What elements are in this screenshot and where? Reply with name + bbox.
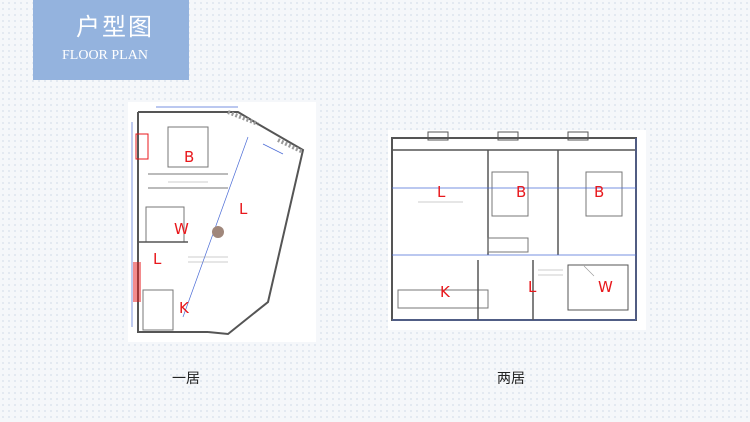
one-bedroom-caption: 一居	[172, 371, 200, 387]
title-english: FLOOR PLAN	[62, 48, 148, 63]
floor-plan-title-box: 户型图 FLOOR PLAN	[33, 0, 189, 80]
living2-label: L	[153, 250, 162, 268]
living-label: L	[239, 200, 248, 218]
bath-label: W	[598, 278, 613, 296]
bedroom-1-label: B	[516, 183, 527, 201]
title-chinese: 户型图	[76, 13, 154, 41]
living2-label: L	[528, 278, 537, 296]
bedroom-label: B	[184, 148, 195, 166]
living-label: L	[437, 183, 446, 201]
floor-plan-one-bedroom: B L W L K	[128, 102, 316, 342]
two-bedroom-caption: 两居	[497, 371, 525, 387]
two-bedroom-drawing	[391, 131, 637, 321]
kitchen-label: K	[179, 299, 189, 317]
floor-plan-two-bedroom: L B B K L W	[388, 130, 646, 330]
kitchen-label: K	[440, 283, 450, 301]
bedroom-2-label: B	[594, 183, 605, 201]
bath-label: W	[174, 220, 189, 238]
one-bedroom-drawing	[131, 106, 305, 336]
